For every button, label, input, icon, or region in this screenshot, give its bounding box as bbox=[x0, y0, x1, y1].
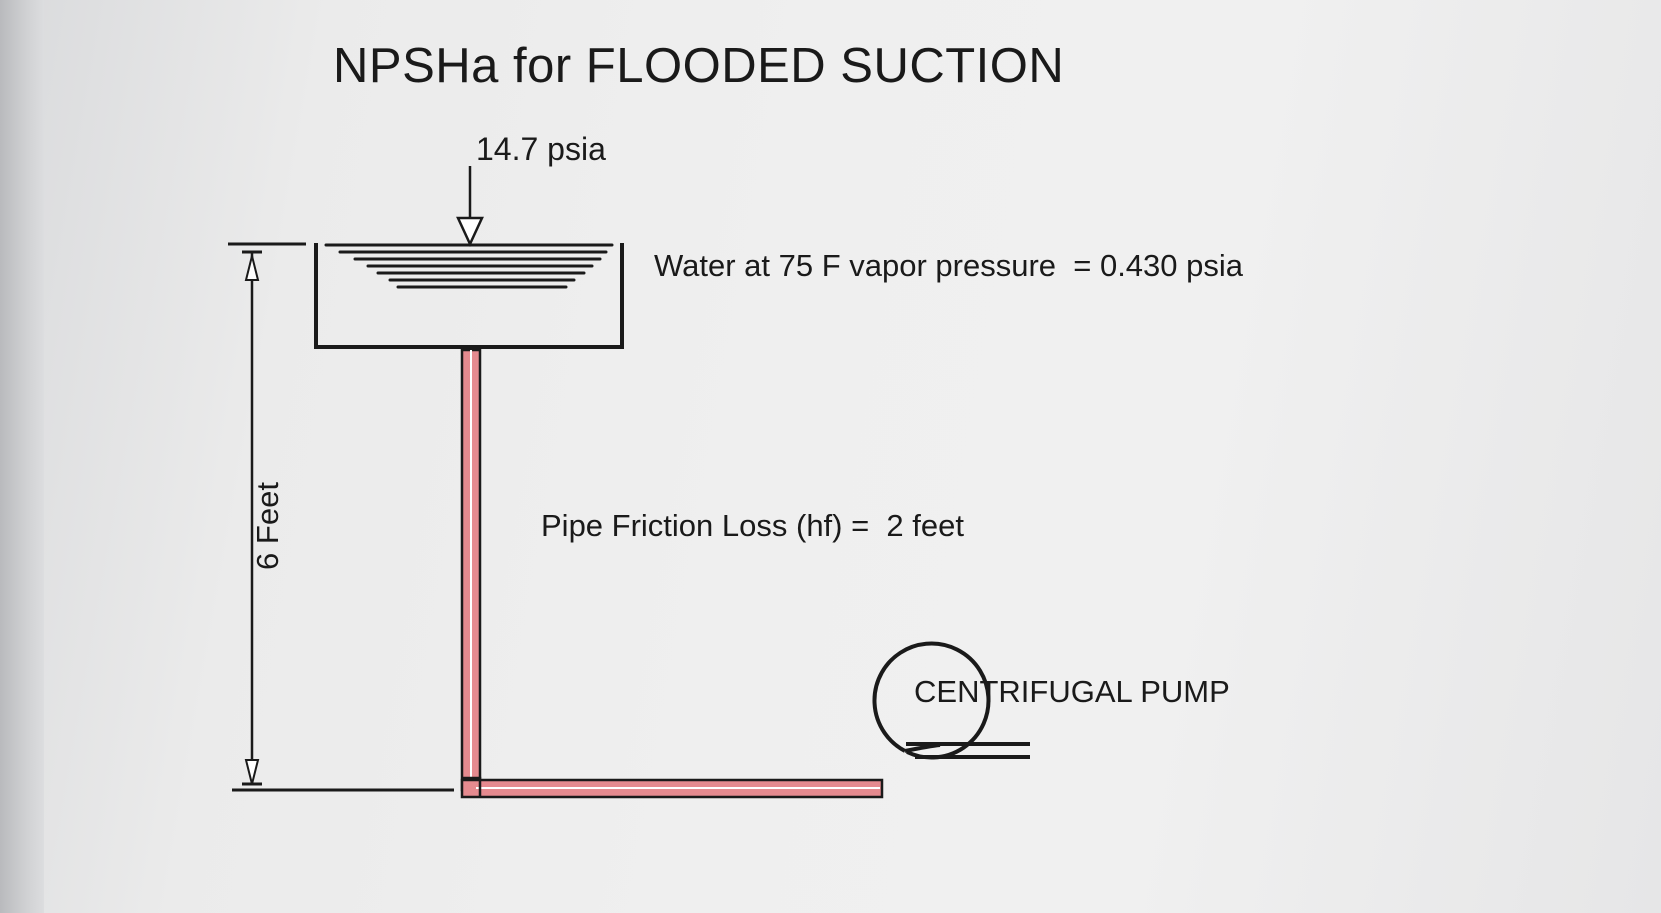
supply-tank bbox=[314, 243, 624, 349]
atmospheric-pressure-label: 14.7 psia bbox=[476, 131, 606, 167]
diagram-title: NPSHa for FLOODED SUCTION bbox=[333, 39, 1065, 93]
height-dimension bbox=[228, 242, 454, 792]
monitor-bezel bbox=[0, 0, 44, 913]
suction-pipe bbox=[460, 348, 884, 799]
pressure-arrow bbox=[456, 166, 484, 247]
height-label: 6 Feet bbox=[250, 482, 285, 570]
pump-symbol bbox=[872, 641, 1030, 760]
water-surface bbox=[324, 243, 614, 289]
fluid-vapor-pressure-label: Water at 75 F vapor pressure = 0.430 psi… bbox=[654, 248, 1244, 283]
pipe-friction-loss-label: Pipe Friction Loss (hf) = 2 feet bbox=[541, 508, 964, 543]
pump-label: CENTRIFUGAL PUMP bbox=[914, 674, 1230, 709]
